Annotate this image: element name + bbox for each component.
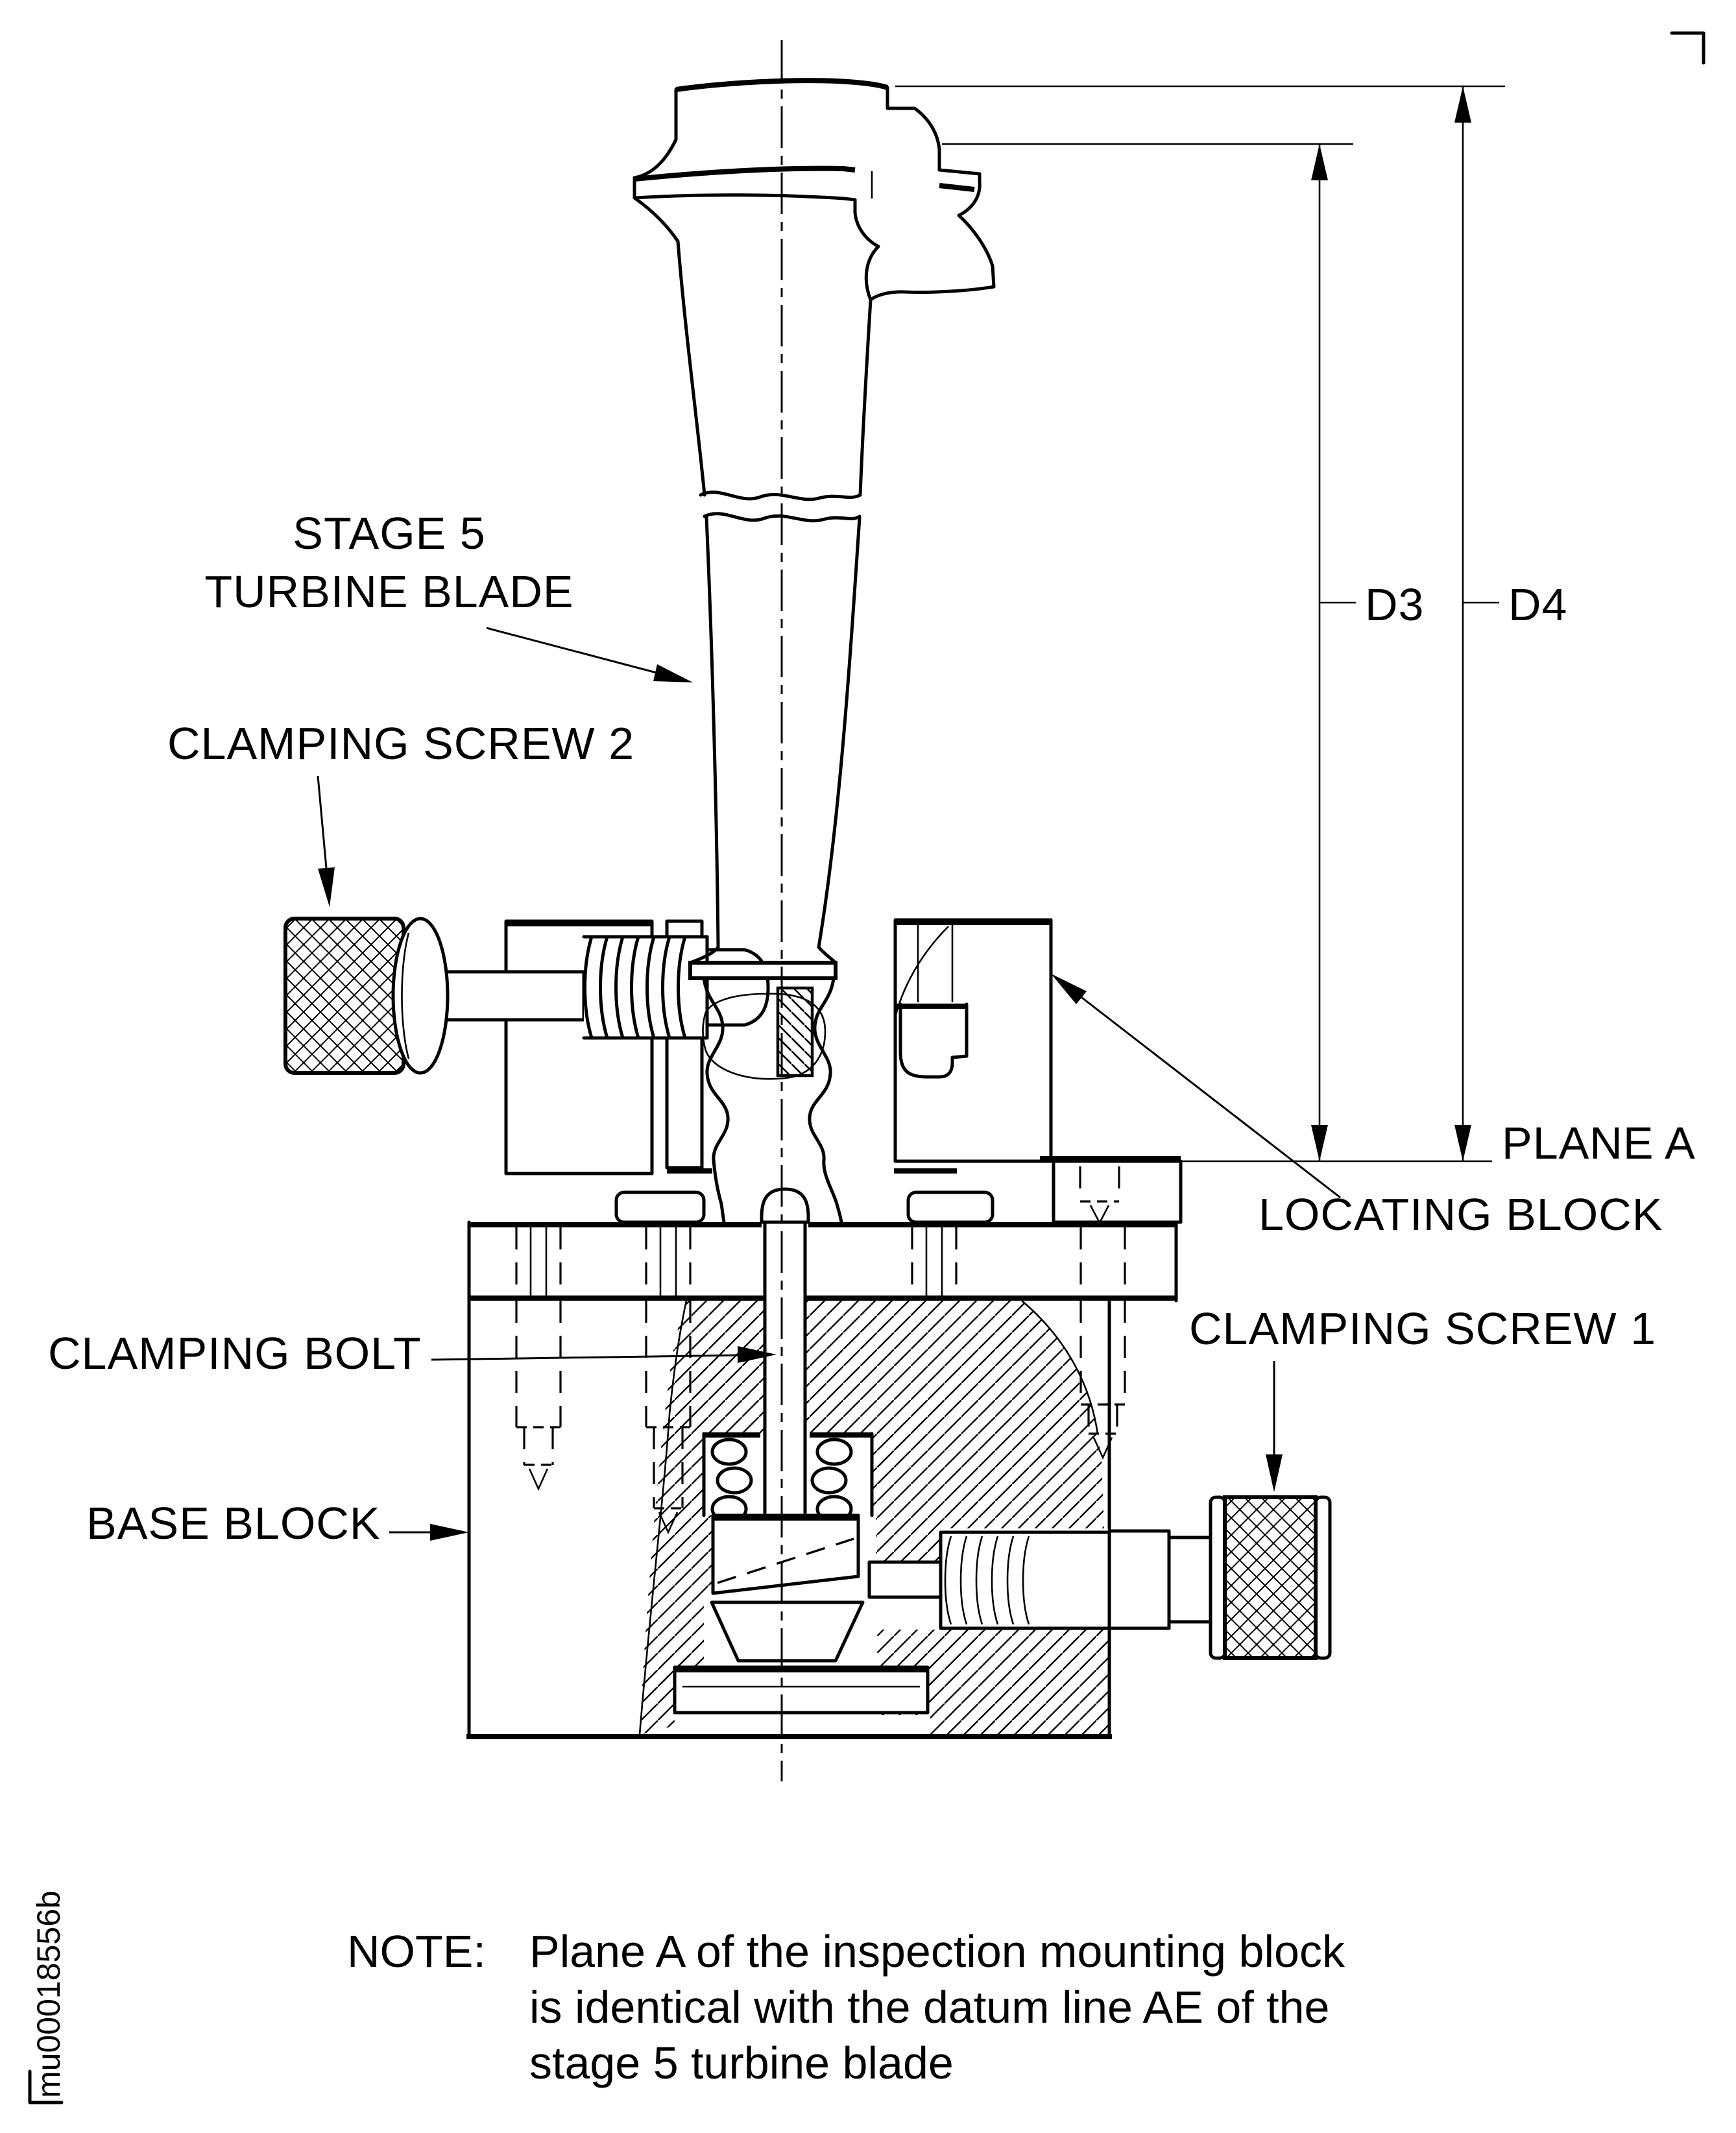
bolt-dome-head: [760, 1187, 810, 1224]
clamping-bolt-label: CLAMPING BOLT: [48, 1328, 422, 1379]
screw2-knob-face-arc: [401, 932, 410, 1059]
shroud-to-airfoil-fillet: [633, 196, 680, 243]
riser-pad-right: [906, 1190, 995, 1224]
base-block-label: BASE BLOCK: [86, 1498, 381, 1549]
d4-label: D4: [1508, 579, 1567, 630]
pedestal-hidden-hole: [1079, 1166, 1120, 1225]
screw1-shank: [1107, 1529, 1171, 1630]
corner-mark-top-right: [1670, 31, 1706, 65]
clamping-screw2-leader: [317, 775, 328, 869]
shroud-shelf-line: [939, 183, 975, 192]
airfoil-left-edge-upper: [676, 239, 706, 497]
shroud-top-edge: [675, 78, 889, 92]
blade-root-right-profile: [808, 976, 843, 1224]
section-hatch-right-upper: [805, 1301, 1104, 1562]
root-clamp-freeform-outline: [702, 993, 826, 1080]
airfoil-right-edge-upper: [858, 298, 873, 497]
locating-block: [504, 918, 1183, 1225]
airfoil-left-edge-lower: [688, 516, 720, 965]
blade-root-left-profile: [702, 976, 730, 1224]
blind-hole-left-2: [645, 1301, 692, 1535]
section-hatch-left: [640, 1301, 765, 1735]
clamp-pad-section: [776, 986, 814, 1078]
screw1-knob-chamfer-left: [1209, 1495, 1227, 1660]
turbine-blade: [633, 78, 996, 1224]
screw1-neck: [1167, 1536, 1212, 1624]
spring-and-wedge: [673, 1432, 930, 1715]
screw2-knob-end-face: [391, 917, 450, 1075]
screw2-thread-arcs: [582, 935, 709, 1040]
bolt-shank-mask: [767, 1223, 803, 1517]
clamping-bolt: [760, 1187, 810, 1517]
stage5-label-line1: STAGE 5: [293, 508, 485, 559]
plate-bolt-holes: [529, 1227, 943, 1297]
plate-hole-hidden-lines: [515, 1227, 1126, 1297]
riser-pad-left: [614, 1190, 706, 1224]
base-block: [466, 1220, 1178, 1739]
bottom-plate: [673, 1665, 930, 1715]
stage5-label-line2: TURBINE BLADE: [204, 566, 573, 617]
blind-hole-left-1: [515, 1301, 562, 1491]
note-line-3: stage 5 turbine blade: [529, 2038, 954, 2088]
base-block-arrow-icon: [430, 1524, 469, 1541]
d3-label: D3: [1365, 579, 1424, 630]
screw1-threaded-plug: [939, 1530, 1111, 1630]
airfoil-right-edge-lower: [817, 516, 862, 965]
screw2-knurled-knob: [283, 917, 405, 1075]
screw1-knurled-knob: [1223, 1495, 1318, 1660]
clamping-screw2-label: CLAMPING SCREW 2: [167, 718, 634, 769]
screw1-knob-chamfer-right: [1314, 1495, 1332, 1660]
locating-block-pedestal: [1052, 1159, 1183, 1224]
section-break-curve-left: [638, 1300, 688, 1735]
note-heading: NOTE:: [347, 1926, 486, 1977]
screw1-nose: [867, 1560, 943, 1599]
clamping-bolt-leader: [431, 1354, 740, 1361]
d4-arrow-down-icon: [1454, 1125, 1471, 1161]
break-line-upper: [699, 490, 862, 501]
document-number: mu00018556b: [30, 1890, 67, 2098]
stage5-leader: [486, 627, 657, 674]
d3-arrow-down-icon: [1311, 1125, 1328, 1161]
clamping-screw1-arrow-icon: [1266, 1454, 1283, 1492]
section-hatch-right-lower: [877, 1630, 1109, 1735]
clamping-screw2-arrow-icon: [318, 867, 335, 907]
locating-block-label: LOCATING BLOCK: [1259, 1189, 1663, 1240]
shroud-band-separation: [634, 165, 856, 182]
support-foot: [710, 1600, 865, 1663]
clamping-screw-1: [867, 1495, 1332, 1660]
clamping-bolt-arrow-icon: [738, 1346, 777, 1363]
section-break-curve-right: [1021, 1300, 1099, 1434]
callouts: STAGE 5 TURBINE BLADE CLAMPING SCREW 2 C…: [48, 508, 1696, 1549]
screw2-shaft: [443, 970, 586, 1022]
note-line-2: is identical with the datum line AE of t…: [529, 1982, 1329, 2032]
wedge-hidden-diagonal: [717, 1537, 854, 1584]
note-block: NOTE: Plane A of the inspection mounting…: [347, 1926, 1345, 2088]
d4-arrow-up-icon: [1454, 86, 1471, 123]
plane-a-label: PLANE A: [1502, 1118, 1696, 1168]
blind-hole-right: [1079, 1301, 1126, 1460]
stage5-arrow-icon: [653, 664, 693, 682]
locating-block-leader: [1079, 994, 1341, 1199]
corner-mark-bottom-left: [28, 2069, 64, 2104]
wall-freeform-break: [894, 926, 949, 1018]
break-line-lower: [703, 512, 862, 523]
locating-block-arrow-icon: [1051, 974, 1087, 1004]
clamping-screw1-label: CLAMPING SCREW 1: [1189, 1303, 1656, 1354]
blade-platform: [688, 961, 838, 980]
note-line-1: Plane A of the inspection mounting block: [529, 1926, 1345, 1977]
screw1-thread-arcs: [944, 1536, 1030, 1625]
wall-pocket: [898, 1002, 969, 1079]
d3-arrow-up-icon: [1311, 144, 1328, 180]
clamping-screw-2: [283, 917, 770, 1075]
